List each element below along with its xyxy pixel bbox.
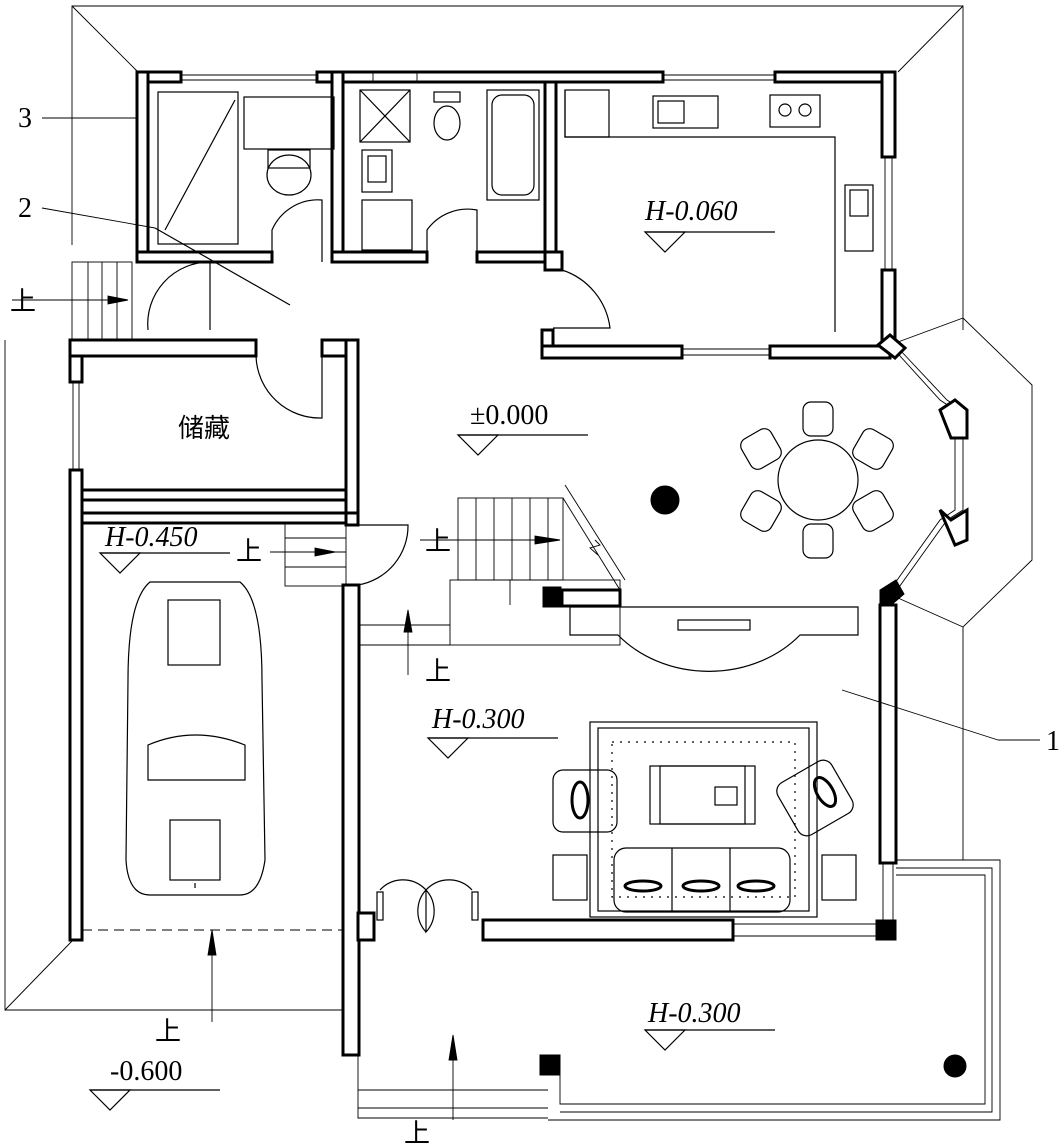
bathroom-fixtures — [359, 89, 540, 251]
stair-up-label: 上 — [236, 537, 262, 567]
terrace-railing — [548, 859, 1001, 1121]
leaders — [41, 117, 1040, 741]
car — [125, 581, 266, 896]
doors — [147, 199, 611, 934]
stair-up-label: 上 — [425, 527, 451, 557]
living-furniture — [552, 606, 859, 918]
callout-1: 1 — [1046, 726, 1060, 757]
pillar-dot — [943, 1054, 967, 1078]
dining-set — [740, 401, 894, 559]
stair-up-label: 上 — [404, 1119, 430, 1146]
main-stair — [360, 484, 626, 675]
callout-2: 2 — [18, 193, 32, 224]
pillar-dot — [650, 485, 680, 515]
bedroom-furniture — [154, 91, 335, 306]
level-markers — [88, 231, 775, 1111]
level-kitchen: H-0.060 — [644, 196, 738, 227]
stair-up-label: 上 — [10, 287, 36, 317]
column — [875, 919, 897, 941]
level-hall: ±0.000 — [470, 400, 548, 431]
level-garage: H-0.450 — [104, 522, 198, 553]
windows — [72, 71, 894, 937]
steps — [12, 261, 347, 587]
storage-label: 储藏 — [178, 414, 230, 444]
level-living: H-0.300 — [431, 704, 525, 735]
stair-up-label: 上 — [425, 657, 451, 687]
stair-up-label: 上 — [155, 1017, 181, 1047]
column — [542, 586, 562, 608]
level-terrace: H-0.300 — [647, 998, 741, 1029]
bay-window — [875, 333, 969, 607]
ramps — [82, 929, 548, 1120]
level-outside: -0.600 — [110, 1056, 182, 1087]
column — [539, 1054, 561, 1076]
kitchen-fixtures — [564, 89, 874, 332]
roof-outline — [4, 5, 1033, 1011]
callout-3: 3 — [18, 103, 32, 134]
walls — [68, 70, 898, 1057]
